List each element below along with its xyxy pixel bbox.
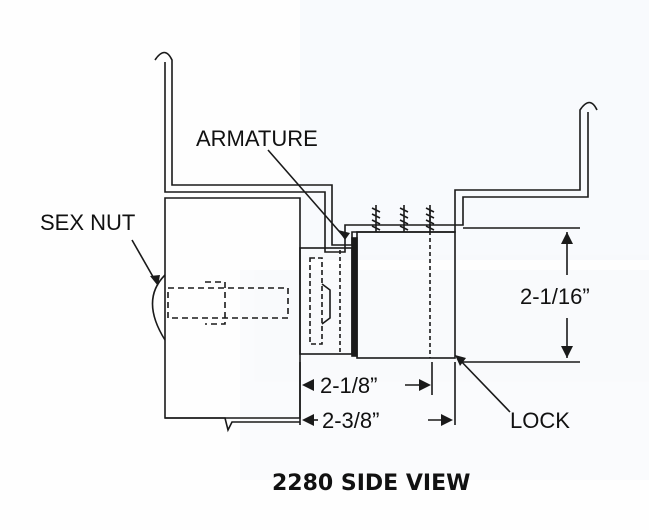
sex-nut-label: SEX NUT: [40, 210, 135, 235]
lock-label: LOCK: [510, 408, 570, 433]
sex-nut-dome: [151, 274, 166, 341]
width-1-arrow-left: [302, 379, 314, 391]
diagram-title: 2280 SIDE VIEW: [272, 471, 470, 496]
lock-leader: [457, 357, 511, 413]
lock-body: [356, 231, 456, 359]
sex-nut-leader: [131, 239, 157, 283]
armature-label: ARMATURE: [196, 126, 318, 151]
width-2-arrow-right: [441, 414, 453, 426]
width-2-arrow-left: [302, 414, 314, 426]
background-tint: [300, 0, 649, 260]
armature-hidden-block: [309, 257, 323, 345]
sex-nut-arrowhead: [150, 275, 160, 286]
width-1-arrow-right: [419, 379, 431, 391]
height-dimension-label: 2-1/16”: [520, 284, 590, 309]
door-break-line: [165, 417, 300, 433]
armature-bolt-head: [321, 283, 331, 325]
lock-arrowhead: [455, 355, 466, 366]
background-bleed-text: [240, 0, 649, 480]
mounting-screws: [371, 205, 435, 232]
height-arrow-up: [561, 232, 573, 244]
bolt-hidden-lines: [167, 281, 289, 325]
width-dimension-label-2: 2-3/8”: [322, 408, 379, 433]
armature-leader: [267, 149, 346, 239]
arrowheads: [150, 230, 573, 426]
background-tint-lower: [240, 270, 649, 480]
width-dimension-label-1: 2-1/8”: [320, 373, 377, 398]
armature-arrowhead: [338, 230, 350, 240]
height-arrow-down: [561, 346, 573, 358]
